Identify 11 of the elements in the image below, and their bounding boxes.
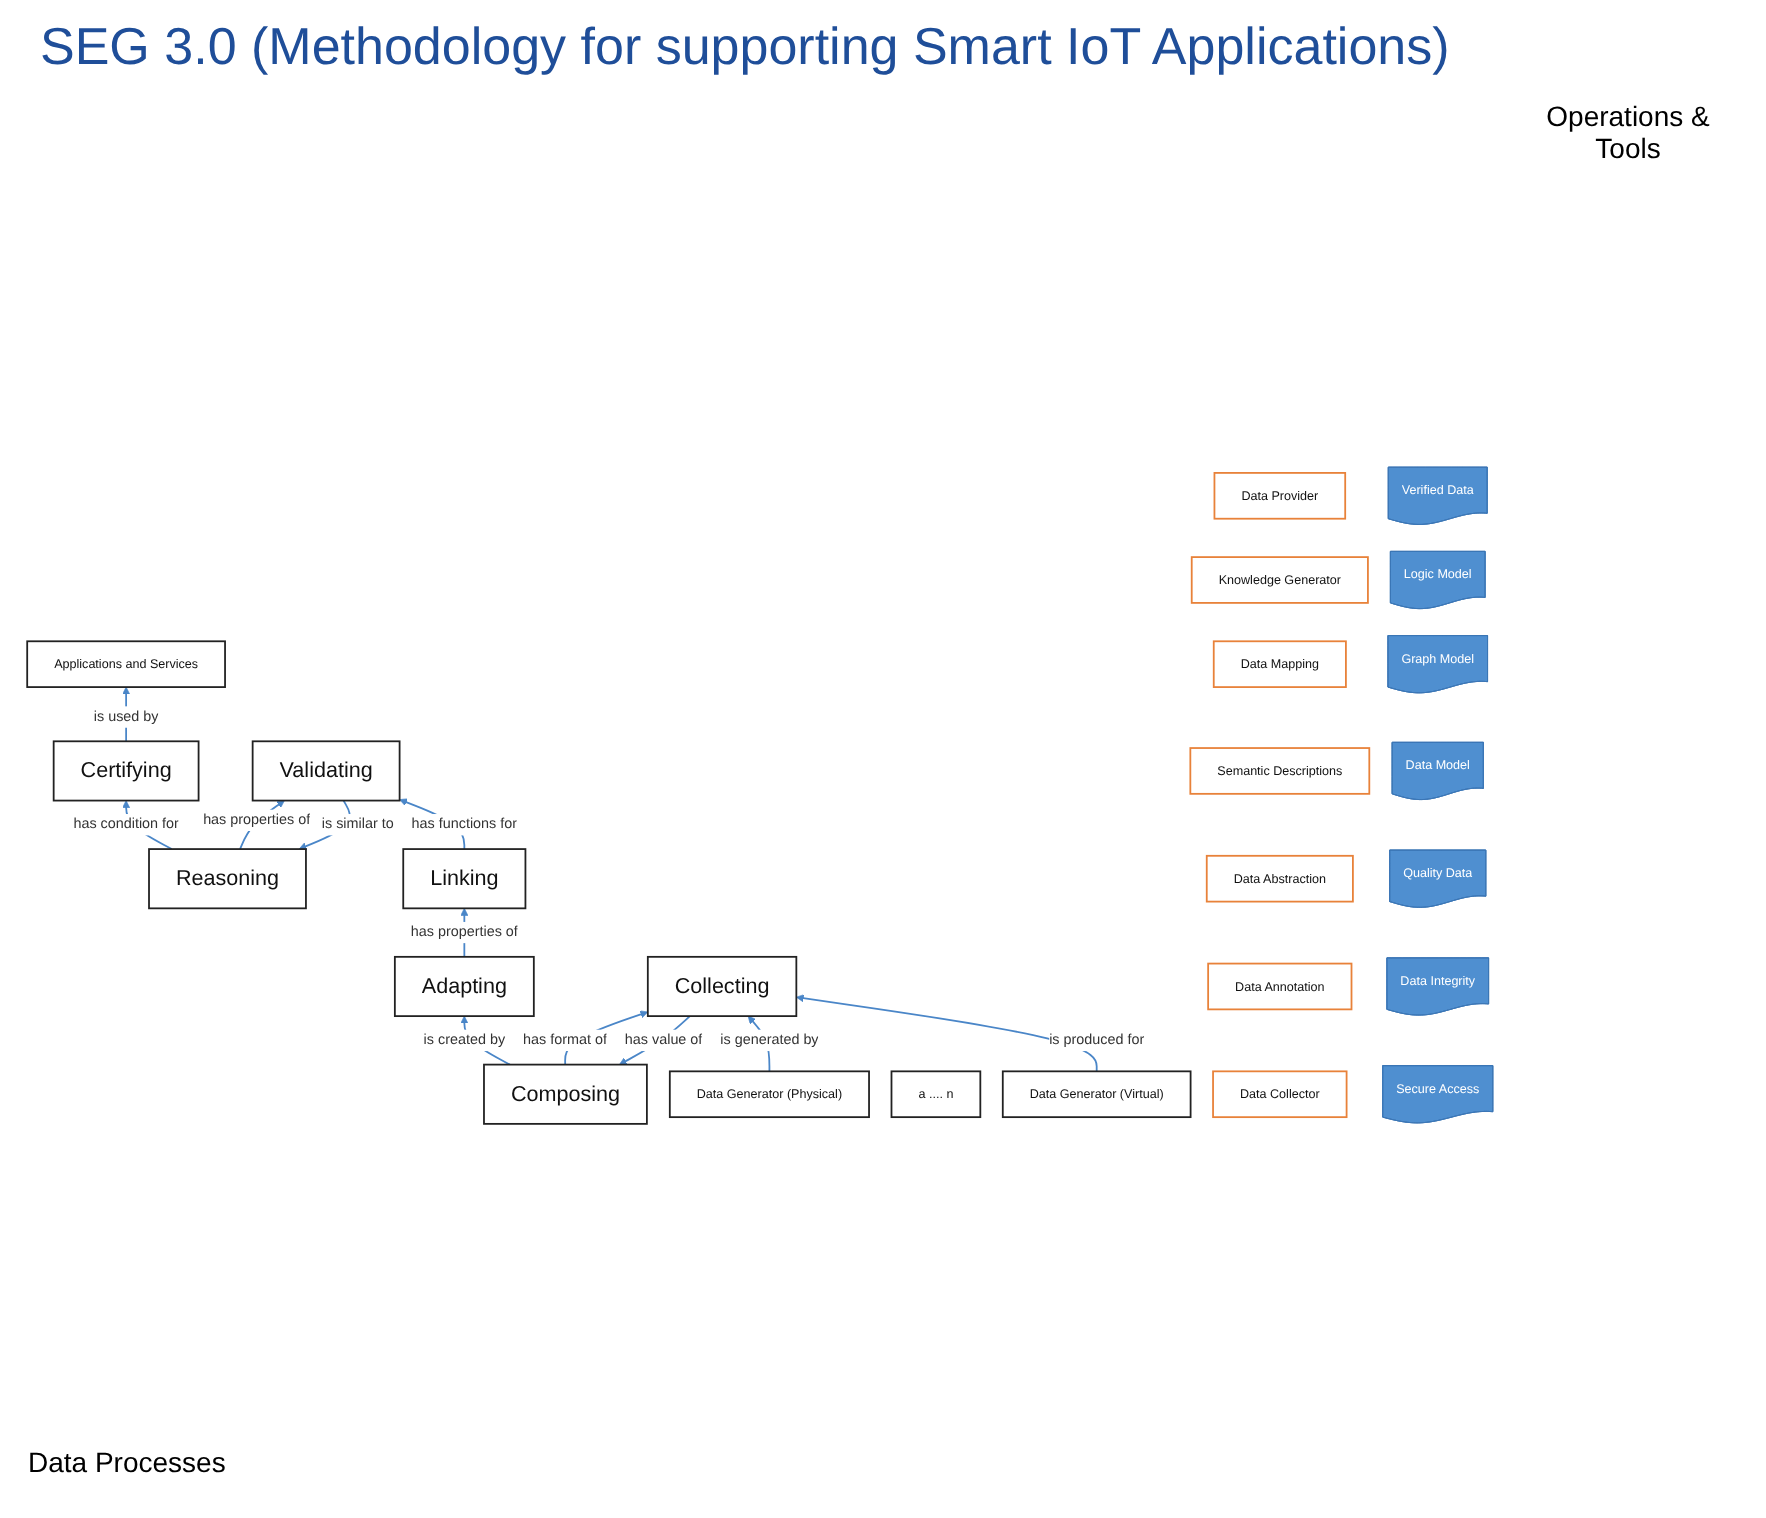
node-box: Composing xyxy=(483,1064,648,1126)
node-box: Reasoning xyxy=(148,848,307,910)
node-box: Collecting xyxy=(646,956,798,1018)
node-box: Adapting xyxy=(393,956,535,1018)
node-box: Validating xyxy=(251,740,401,802)
arrow xyxy=(796,994,1098,1073)
column-heading: Operations & Tools xyxy=(1544,100,1712,164)
node-box: Linking xyxy=(402,848,527,910)
column-heading: Data Processes xyxy=(28,1446,226,1478)
node-box: Certifying xyxy=(52,740,200,802)
diagram-title: SEG 3.0 (Methodology for supporting Smart IoT Applications) xyxy=(40,16,1450,78)
